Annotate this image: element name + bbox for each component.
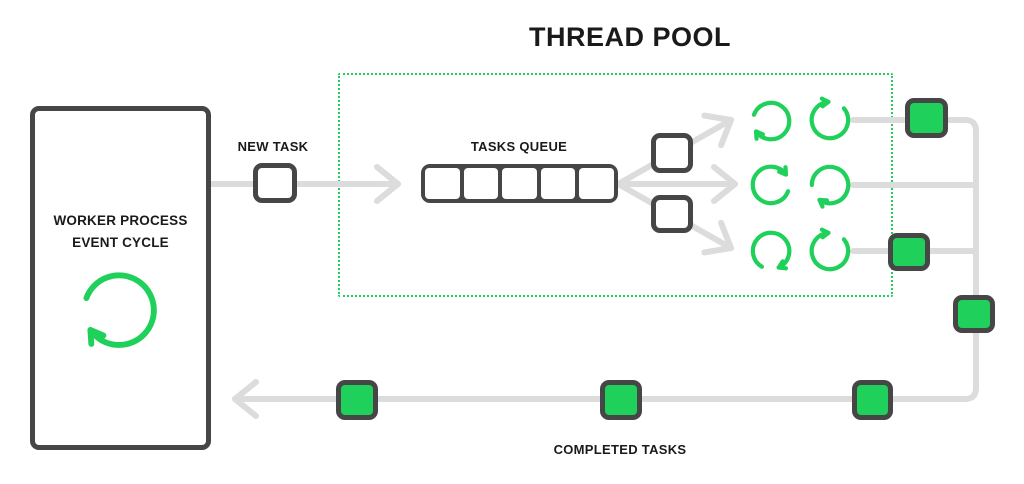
queue-slot [540,168,576,199]
completed-task-square [905,98,948,138]
queue-slot [425,168,460,199]
queue-slot [579,168,614,199]
queue-slot [502,168,537,199]
thread-cycle-icon [748,98,794,144]
dispatched-task-square [651,133,693,173]
completed-task-square [336,380,378,420]
dispatched-task-square [651,195,693,233]
queue-slot [463,168,499,199]
thread-cycle-icon [748,162,794,208]
diagram-title: THREAD POOL [528,22,731,52]
new-task-square [253,163,297,203]
tasks-queue-box [421,164,618,203]
completed-task-square [888,233,930,271]
thread-cycle-icon [744,224,797,277]
completed-tasks-label: COMPLETED TASKS [553,442,687,457]
completed-task-square [852,380,893,420]
completed-task-square [953,295,995,333]
event-cycle-icon [84,273,156,347]
completed-task-square [600,380,642,420]
worker-process-label: WORKER PROCESS EVENT CYCLE [53,213,188,250]
tasks-queue-label: TASKS QUEUE [470,139,568,154]
return-path-completed-tasks [232,117,979,419]
new-task-label: NEW TASK [237,139,309,154]
